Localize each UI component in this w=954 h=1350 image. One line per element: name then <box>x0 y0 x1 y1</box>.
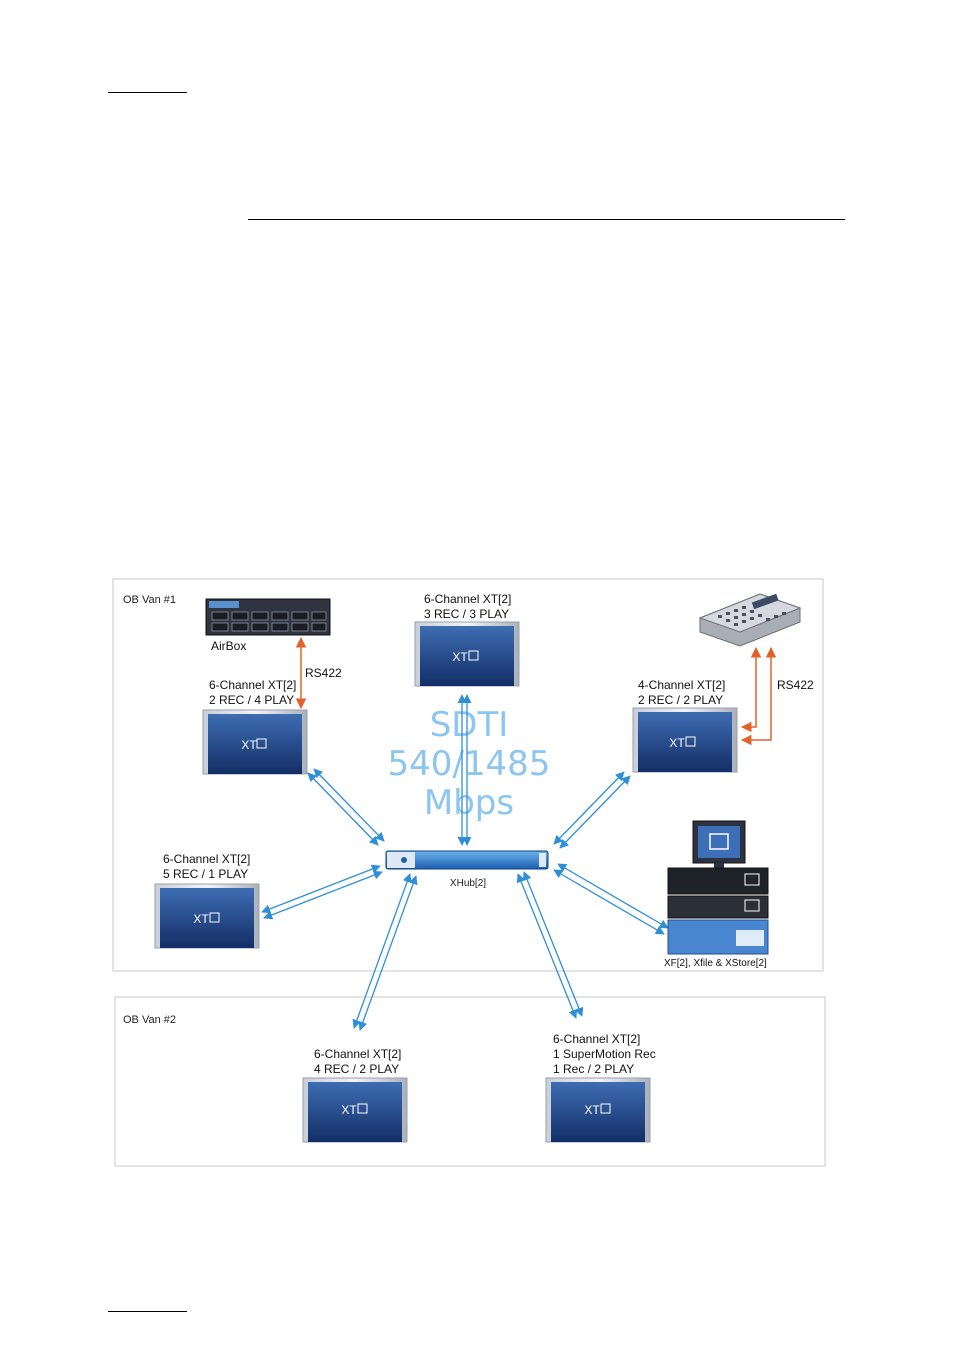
node-label-left-upper-1: 6-Channel XT[2] <box>209 678 296 692</box>
airbox-label: AirBox <box>211 639 246 653</box>
section-title-rule <box>248 219 845 220</box>
rs422-label-right: RS422 <box>777 678 814 692</box>
xt-tag-van2-left: XT <box>341 1103 357 1117</box>
xt-device-left-upper: XT <box>202 709 308 775</box>
sdti-links <box>261 694 669 1031</box>
node-label-van2-right-3: 1 Rec / 2 PLAY <box>553 1062 634 1076</box>
xt-device-van2-left: XT <box>302 1077 408 1143</box>
header-rule-short <box>108 92 187 93</box>
xt-tag-right-upper: XT <box>669 736 685 750</box>
node-label-right-upper-2: 2 REC / 2 PLAY <box>638 693 723 707</box>
xt-tag-van2-right: XT <box>584 1103 600 1117</box>
node-label-left-lower-1: 6-Channel XT[2] <box>163 852 250 866</box>
van2-label: OB Van #2 <box>123 1014 176 1026</box>
rs422-label-left: RS422 <box>305 666 342 680</box>
node-label-top-2: 3 REC / 3 PLAY <box>424 607 509 621</box>
sdti-line-3: Mbps <box>424 783 514 823</box>
node-label-left-lower-2: 5 REC / 1 PLAY <box>163 867 248 881</box>
xf-label: XF[2], Xfile & XStore[2] <box>664 958 767 969</box>
van1-label: OB Van #1 <box>123 594 176 606</box>
remote-controller <box>698 593 802 647</box>
node-label-top-1: 6-Channel XT[2] <box>424 592 511 606</box>
footer-rule-short <box>108 1311 187 1312</box>
node-label-van2-right-1: 6-Channel XT[2] <box>553 1032 640 1046</box>
sdti-line-2: 540/1485 <box>388 744 551 784</box>
node-label-van2-left-1: 6-Channel XT[2] <box>314 1047 401 1061</box>
xt-tag-top: XT <box>452 650 468 664</box>
sdti-line-1: SDTI <box>430 705 509 745</box>
xt-tag-left-upper: XT <box>241 738 257 752</box>
node-label-left-upper-2: 2 REC / 4 PLAY <box>209 693 294 707</box>
xt-device-right-upper: XT <box>632 707 738 773</box>
xt-device-top: XT <box>414 621 520 687</box>
node-label-van2-left-2: 4 REC / 2 PLAY <box>314 1062 399 1076</box>
node-label-right-upper-1: 4-Channel XT[2] <box>638 678 725 692</box>
van1-frame <box>112 578 824 972</box>
rs422-links <box>295 636 777 746</box>
xt-device-left-lower: XT <box>154 883 260 949</box>
xf-xstore-stack <box>667 820 769 955</box>
node-label-van2-right-2: 1 SuperMotion Rec <box>553 1047 656 1061</box>
van2-frame <box>114 996 826 1167</box>
xhub-device <box>385 850 549 870</box>
xt-tag-left-lower: XT <box>193 912 209 926</box>
airbox-device <box>205 598 331 636</box>
xt-device-van2-right: XT <box>545 1077 651 1143</box>
xhub-label: XHub[2] <box>450 878 486 889</box>
